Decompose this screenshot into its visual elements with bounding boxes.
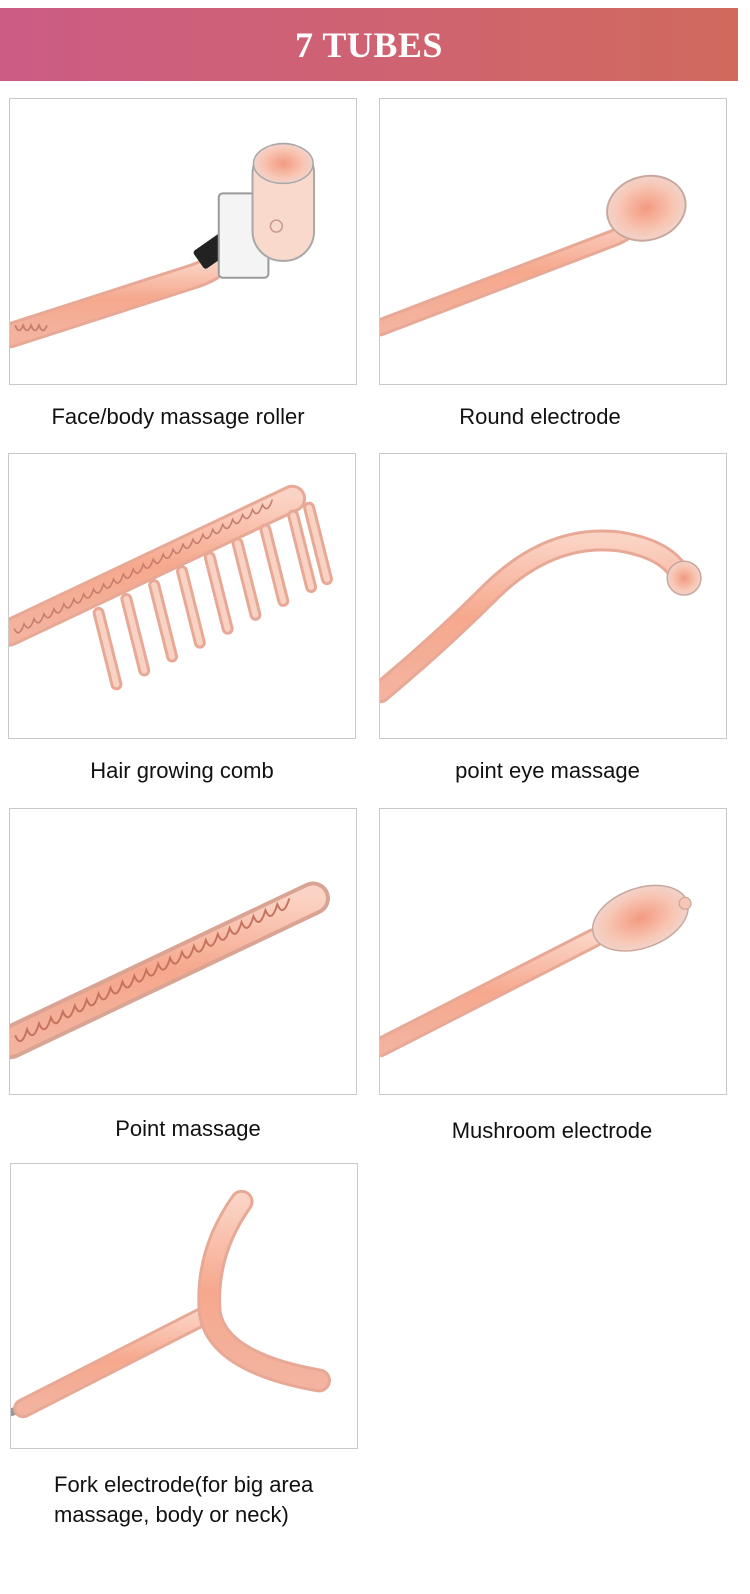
header-banner: 7 TUBES [0,8,738,81]
tube-card-round [379,98,727,385]
tube-card-point-massage [9,808,357,1095]
tube-caption-point-eye: point eye massage [455,758,640,783]
roller-electrode-icon [10,142,316,349]
tube-caption-fork-line1: Fork electrode(for big area [54,1472,314,1497]
spiral-electrode-icon [10,881,330,1060]
tube-caption-mushroom: Mushroom electrode [451,1118,653,1143]
mushroom-electrode-icon [380,884,692,1058]
page-title: 7 TUBES [295,24,443,65]
tube-caption-comb: Hair growing comb [90,758,274,783]
point-eye-electrode-icon [380,529,702,704]
tube-card-fork [10,1163,358,1449]
tube-caption-point-massage: Point massage [115,1116,261,1141]
tube-card-point-eye [379,453,727,739]
comb-electrode-icon [9,484,333,691]
fork-electrode-icon [11,1189,331,1419]
tube-caption-roller: Face/body massage roller [51,404,305,429]
tube-card-mushroom [379,808,727,1095]
round-electrode-icon [380,174,687,337]
tube-card-comb [8,453,356,739]
tube-card-roller [9,98,357,385]
tube-caption-round: Round electrode [459,404,621,429]
tube-caption-fork-line2: massage, body or neck) [54,1502,289,1527]
